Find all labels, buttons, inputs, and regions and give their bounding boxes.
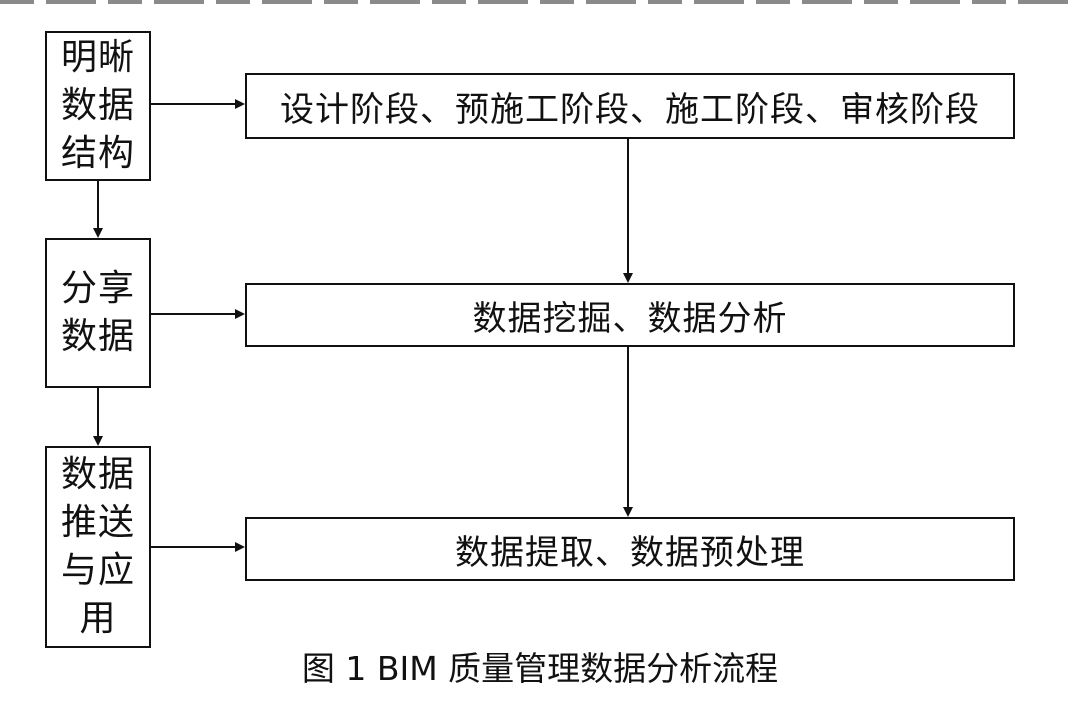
step-line: 用 — [79, 597, 117, 639]
step-line: 分享 — [60, 268, 135, 310]
stage-data-mining-analysis: 数据挖掘、数据分析 — [245, 283, 1015, 347]
figure-caption: 图 1 BIM 质量管理数据分析流程 — [301, 649, 779, 688]
step-line: 数据 — [60, 454, 135, 496]
step-line: 结构 — [60, 132, 135, 174]
step-clarify-data-structure: 明晰 数据 结构 — [45, 31, 151, 181]
step-line: 数据 — [60, 316, 135, 357]
step-data-push-and-application: 数据 推送 与应 用 — [45, 446, 151, 648]
step-line: 与应 — [60, 550, 135, 591]
stage-data-extraction-preprocessing: 数据提取、数据预处理 — [245, 517, 1015, 581]
step-line: 明晰 — [60, 37, 135, 79]
step-line: 推送 — [60, 502, 135, 544]
step-line: 数据 — [60, 85, 135, 127]
cropped-previous-text-line — [0, 0, 1080, 4]
stage-design-to-review: 设计阶段、预施工阶段、施工阶段、审核阶段 — [245, 73, 1015, 139]
step-share-data: 分享 数据 — [45, 238, 151, 388]
